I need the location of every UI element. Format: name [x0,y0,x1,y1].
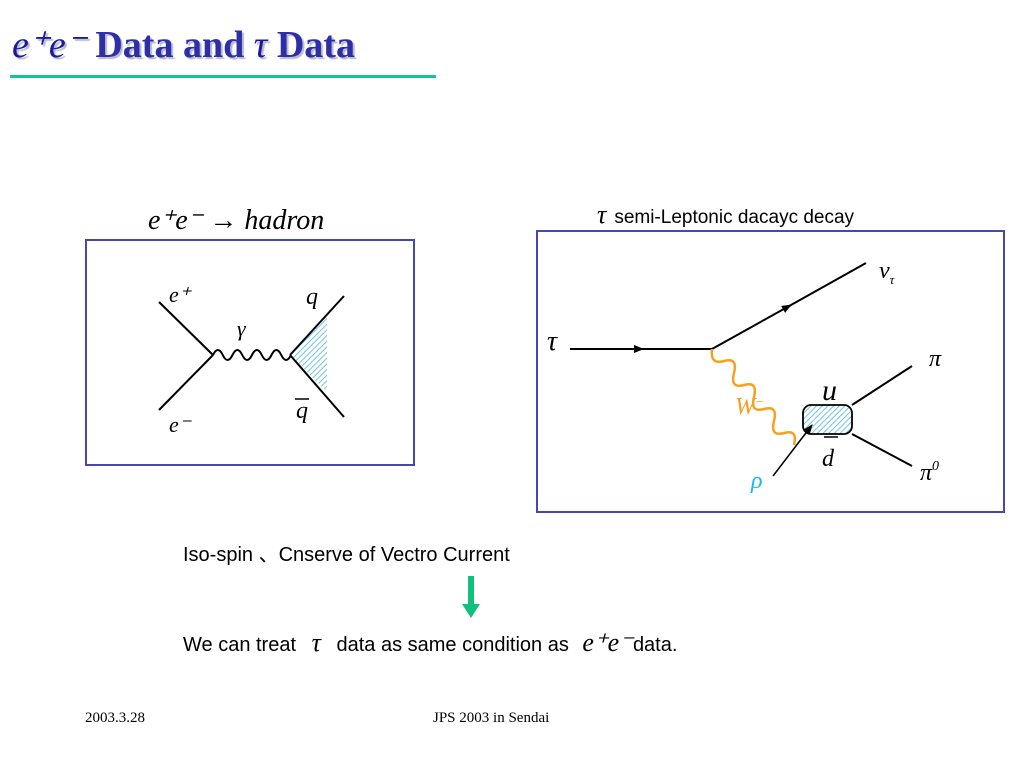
nu-tau-line-arrow [711,304,792,350]
body-line-isospin: Iso-spin 、Cnserve of Vectro Current [183,544,510,566]
pi0-line [851,433,913,467]
rho-pointer-arrow [772,424,813,477]
right-caption-tau: τ [597,200,607,229]
right-feynman-diagram: τ ντ W− u d ρ π π0 [547,258,942,494]
conclusion-text-mid: data as same condition as [336,634,569,656]
nu-tau-line [790,262,867,306]
left-diagram-frame [85,239,415,466]
w-boson-wavy-line [710,348,797,446]
label-q-bar: q [296,398,308,424]
label-rho: ρ [750,468,763,494]
pi-line [851,365,913,406]
title-text-2: Data [276,24,355,66]
label-u-quark: u [822,374,837,407]
footer-date: 2003.3.28 [85,710,145,726]
title-ee-symbol: e⁺e⁻ [12,24,86,66]
label-d-bar: d [822,446,835,472]
antiquark-line [289,354,345,418]
e-plus-line [158,301,214,356]
label-tau: τ [547,326,558,357]
title-text-1: Data and [95,24,245,66]
title-tau-symbol: τ [253,24,268,66]
e-minus-line [158,354,214,411]
label-nu-tau: ντ [879,258,896,287]
quark-pair-blob [802,404,853,435]
conclusion-text-pre: We can treat [183,634,297,656]
label-e-plus: e⁺ [169,282,193,307]
right-diagram-caption: τ semi-Leptonic dacayc decay [597,200,854,230]
page-title: e⁺e⁻ Data and τ Data [12,22,355,72]
body-line-conclusion: We can treat τ data as same condition as… [183,628,677,658]
label-pi: π [929,346,942,372]
conclusion-tau-symbol: τ [311,628,321,657]
right-caption-text: semi-Leptonic dacayc decay [614,207,855,228]
title-underline [10,75,436,78]
left-feynman-diagram: e⁺ e⁻ γ q q [158,282,345,437]
footer-venue: JPS 2003 in Sendai [433,710,550,726]
right-diagram-frame [536,230,1005,513]
label-q: q [306,284,318,310]
label-pi0: π0 [920,459,939,486]
conclusion-text-post: data. [632,634,678,656]
label-e-minus: e⁻ [169,412,193,437]
label-w-minus: W− [735,394,764,420]
label-gamma: γ [237,316,247,341]
quark-line [289,295,345,356]
conclusion-ee-symbol: e⁺e⁻ [582,628,633,657]
down-arrow-icon [462,576,480,618]
left-diagram-caption: e⁺e⁻ → hadron [148,205,325,236]
hadron-blob [290,315,327,392]
photon-wavy-line [212,349,292,361]
